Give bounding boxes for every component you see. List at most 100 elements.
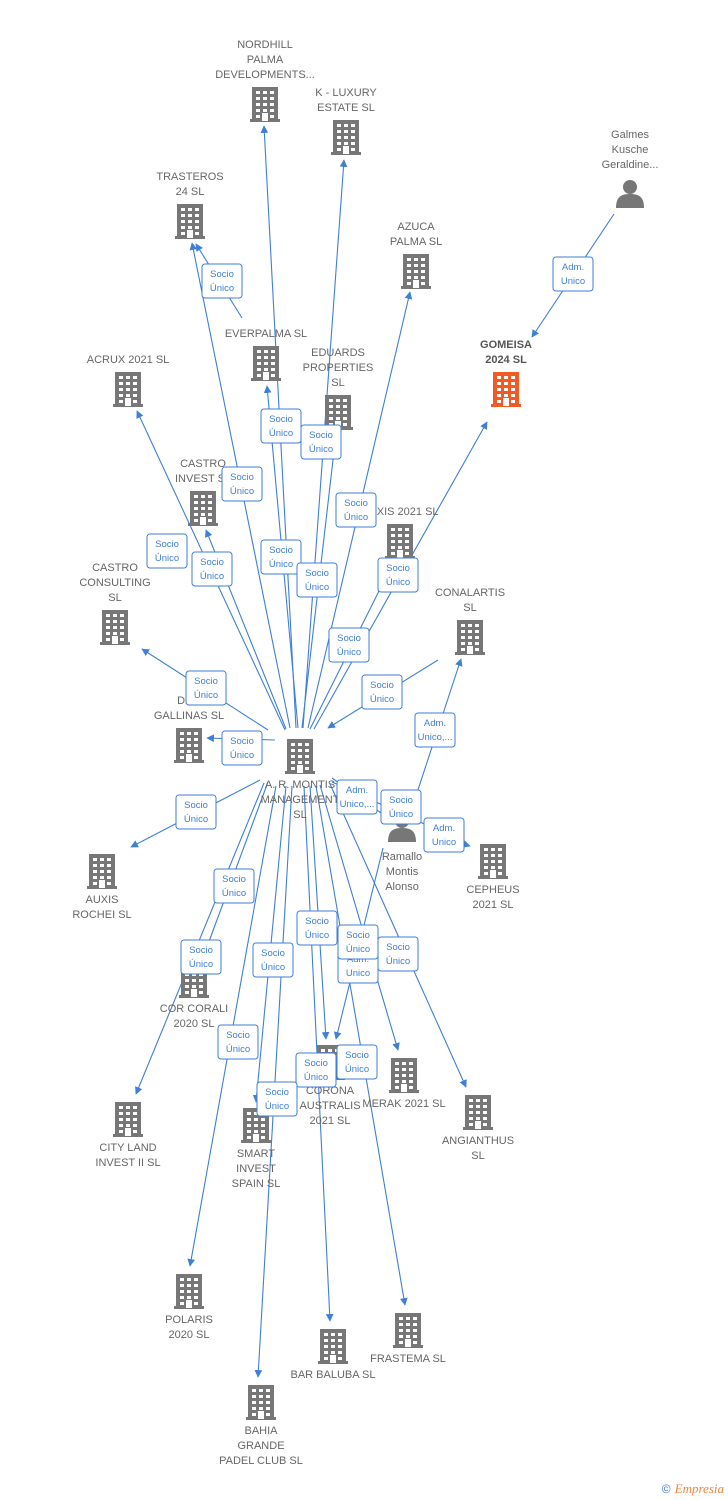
- node-label: 2024 SL: [485, 354, 527, 366]
- relation-text: Socio: [155, 539, 179, 550]
- relation-text: Único: [269, 428, 293, 439]
- relation-text: Único: [269, 559, 293, 570]
- node-acrux[interactable]: ACRUX 2021 SL: [87, 354, 170, 407]
- edge-armontis-cityland: [135, 782, 265, 1095]
- node-label: Kusche: [612, 144, 649, 156]
- relation-label-ramallo-conalartis[interactable]: Adm.Unico,...: [414, 712, 456, 748]
- node-label: GRANDE: [237, 1440, 284, 1452]
- node-merak[interactable]: MERAK 2021 SL: [362, 1058, 446, 1110]
- node-gomeisa[interactable]: GOMEISA 2024 SL: [480, 339, 532, 407]
- relation-label-armontis-ramallo[interactable]: Adm.Unico,...: [336, 779, 378, 815]
- relation-label-ramallo-cepheus[interactable]: Adm.Unico: [423, 817, 465, 853]
- relation-text: Único: [386, 577, 410, 588]
- relation-text: Adm.: [346, 785, 368, 796]
- node-label: AZUCA: [397, 221, 435, 233]
- building-icon: [113, 372, 143, 407]
- relation-text: Único: [305, 582, 329, 593]
- building-icon: [463, 1095, 493, 1130]
- node-label: Galmes: [611, 129, 649, 141]
- relation-text: Único: [155, 553, 179, 564]
- building-icon: [175, 204, 205, 239]
- node-galmes[interactable]: GalmesKuscheGeraldine...: [602, 129, 659, 208]
- brand-logo[interactable]: Empresia: [674, 1481, 724, 1496]
- relation-text: Socio: [184, 800, 208, 811]
- node-label: 2021 SL: [473, 899, 514, 911]
- relation-text: Único: [230, 486, 254, 497]
- node-label: CASTRO: [180, 458, 226, 470]
- relation-text: Único: [346, 944, 370, 955]
- building-icon: [250, 87, 280, 122]
- person-icon: [616, 180, 644, 208]
- relation-text: Único: [305, 930, 329, 941]
- building-icon: [455, 620, 485, 655]
- node-label: Montis: [386, 866, 419, 878]
- relation-text: Socio: [222, 874, 246, 885]
- relation-label-galmes-gomeisa[interactable]: Adm.Unico: [552, 256, 594, 292]
- relation-text: Socio: [337, 633, 361, 644]
- node-frastema[interactable]: FRASTEMA SL: [370, 1313, 446, 1365]
- node-label: GOMEISA: [480, 339, 532, 351]
- relation-text: Único: [184, 814, 208, 825]
- relation-text: Único: [230, 750, 254, 761]
- node-label: TRASTEROS: [156, 171, 223, 183]
- node-label: Geraldine...: [602, 159, 659, 171]
- node-barbaluba[interactable]: BAR BALUBA SL: [291, 1329, 376, 1381]
- node-label: MANAGEMENT: [261, 794, 340, 806]
- node-label: CORONA: [306, 1085, 355, 1097]
- node-auxis2021[interactable]: AUXIS 2021 SL: [361, 506, 439, 559]
- relation-text: Único: [337, 647, 361, 658]
- building-icon: [188, 491, 218, 526]
- relation-text: Socio: [345, 1050, 369, 1061]
- relation-text: Único: [222, 888, 246, 899]
- relation-text: Socio: [370, 680, 394, 691]
- relation-text: Socio: [386, 942, 410, 953]
- node-everpalma[interactable]: EVERPALMA SL: [225, 328, 307, 381]
- footer-brand[interactable]: ©Empresia: [662, 1481, 724, 1497]
- relation-text: Único: [261, 962, 285, 973]
- node-nordhill[interactable]: NORDHILLPALMADEVELOPMENTS...: [215, 39, 315, 122]
